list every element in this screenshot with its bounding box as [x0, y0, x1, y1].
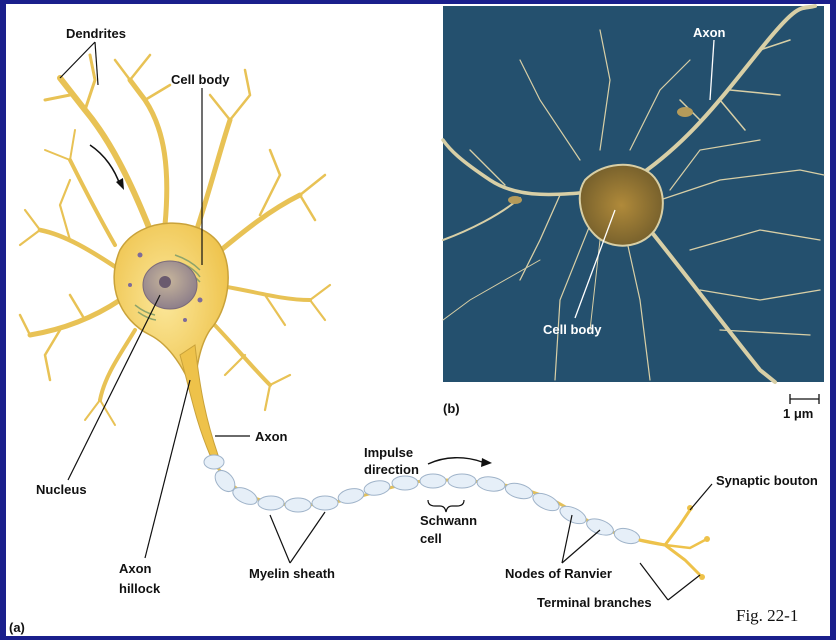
cell-body-label: Cell body [171, 72, 230, 87]
leader-lines [59, 41, 713, 601]
impulse-label-line2: direction [364, 462, 419, 477]
schwann-brace [427, 499, 465, 513]
dendrites-label: Dendrites [66, 26, 126, 41]
micrograph-panel: Axon Cell body [441, 4, 825, 384]
impulse-arrow [427, 457, 483, 465]
terminal-branches [638, 505, 710, 580]
myelin-sheath [203, 454, 641, 545]
neuron-illustration [18, 53, 710, 580]
nucleus-label: Nucleus [36, 482, 87, 497]
scale-bar: 1 μm [783, 394, 820, 421]
axon-hillock [179, 344, 219, 456]
micrograph-axon-label: Axon [693, 25, 726, 40]
panel-b-letter: (b) [443, 401, 460, 416]
micrograph-cell-body-label: Cell body [543, 322, 602, 337]
scale-bar-label: 1 μm [783, 406, 813, 421]
schwann-cell-label-line1: Schwann [420, 513, 477, 528]
terminal-branches-label: Terminal branches [537, 595, 652, 610]
dendrites [18, 53, 332, 426]
synaptic-bouton-label: Synaptic bouton [716, 473, 818, 488]
micrograph-axon-leader [709, 39, 715, 101]
axon-hillock-label-line1: Axon [119, 561, 152, 576]
impulse-label-line1: Impulse [364, 445, 413, 460]
nodes-of-ranvier-label: Nodes of Ranvier [505, 566, 612, 581]
panel-a-letter: (a) [9, 620, 25, 635]
micrograph-neuron [441, 4, 825, 384]
figure-caption: Fig. 22-1 [736, 606, 798, 625]
myelin-sheath-label: Myelin sheath [249, 566, 335, 581]
impulse-arrowhead [481, 458, 492, 467]
dendrite-arrowhead [116, 178, 124, 190]
micrograph-cell-body-leader [574, 209, 616, 319]
axon-hillock-label-line2: hillock [119, 581, 161, 596]
nucleolus [159, 276, 171, 288]
axon-label: Axon [255, 429, 288, 444]
schwann-cell-label-line2: cell [420, 531, 442, 546]
